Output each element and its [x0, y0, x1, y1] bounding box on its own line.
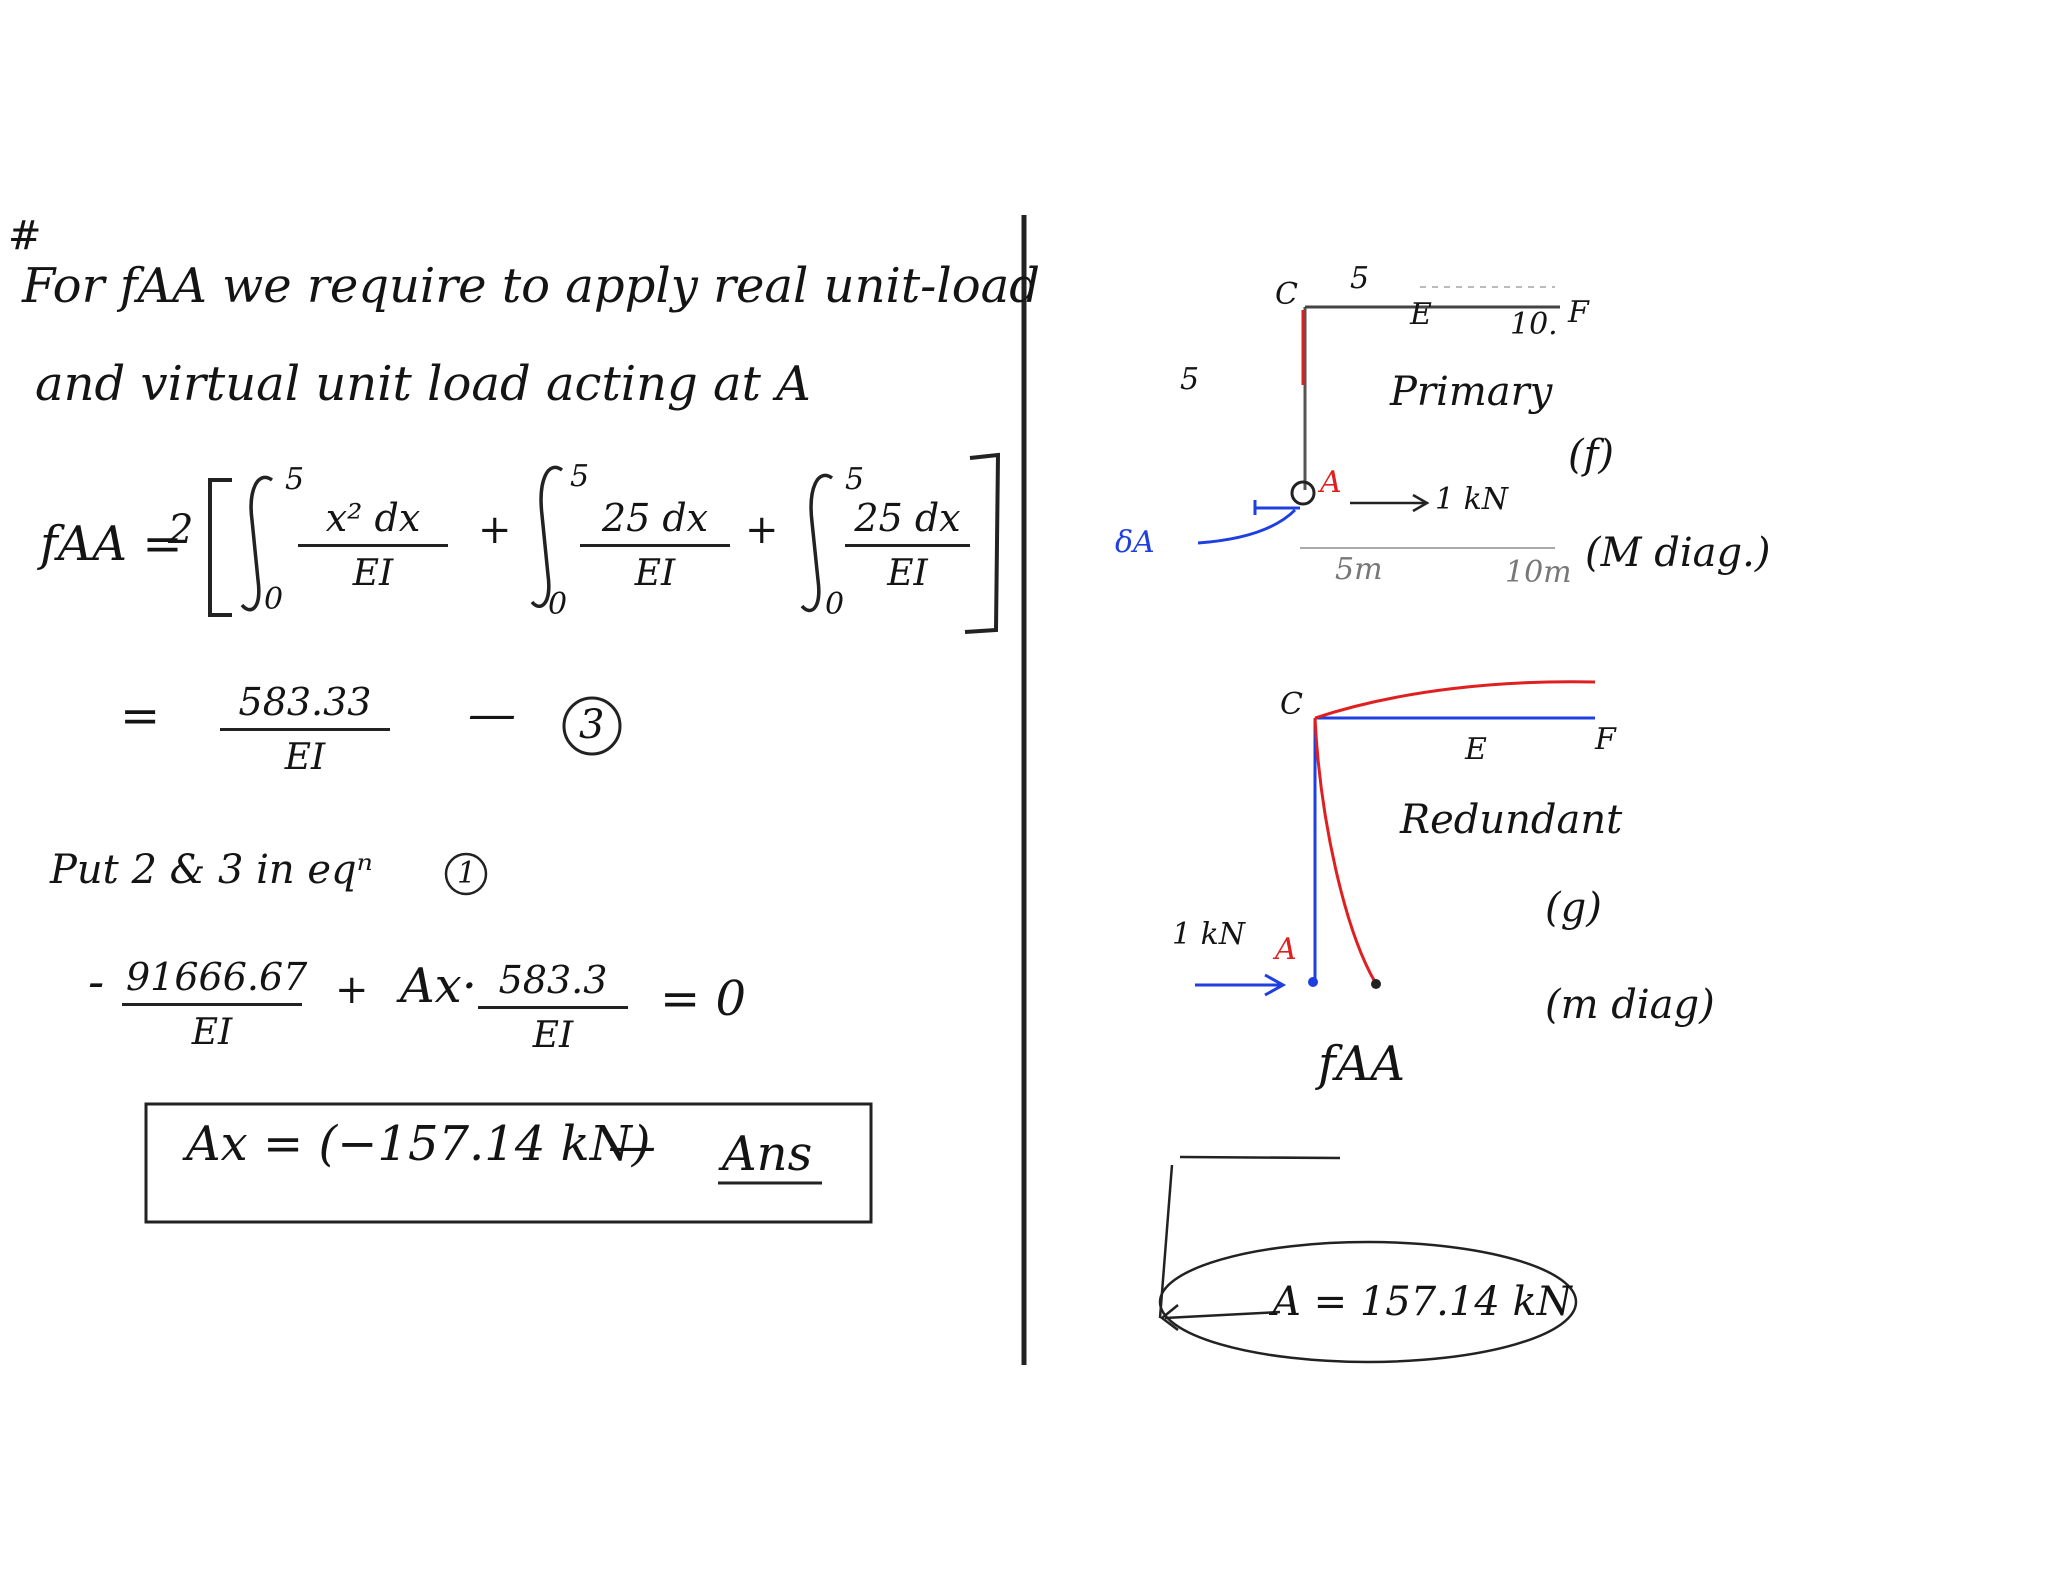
plus-sign: +	[478, 507, 512, 553]
plus-sign: +	[745, 507, 779, 553]
result-fraction: 583.33 EI	[220, 680, 390, 778]
upper-limit: 5	[845, 462, 865, 497]
term-1-denominator: EI	[352, 553, 394, 594]
dash: —	[468, 686, 516, 742]
equals-zero: = 0	[660, 971, 747, 1027]
term-3: 25 dx EI	[845, 496, 970, 594]
term-2-denominator: EI	[634, 553, 676, 594]
node-dot	[1308, 977, 1318, 987]
ef-dimension: 10.	[1510, 307, 1558, 342]
equation-ref: 1	[457, 856, 477, 891]
node-e: E	[1465, 732, 1487, 767]
value-2-denominator: EI	[532, 1015, 574, 1056]
redundant-title: Redundant	[1400, 797, 1623, 843]
result-ellipse	[1158, 1240, 1578, 1364]
equation-number-circle	[444, 852, 488, 896]
answer-value: Ax = (−157.14 kN)	[186, 1116, 651, 1172]
equals-sign: =	[120, 688, 161, 744]
redundant-diagram-label: (m diag)	[1545, 982, 1715, 1028]
term-1: x² dx EI	[298, 496, 448, 594]
term-2: 25 dx EI	[580, 496, 730, 594]
value-1-numerator: 91666.67	[122, 955, 307, 1006]
integral-sign	[240, 475, 274, 612]
answer-box	[144, 1102, 873, 1224]
substitution-line: Put 2 & 3 in eqⁿ	[50, 847, 373, 893]
delta-arrow	[1197, 508, 1297, 545]
term-3-denominator: EI	[887, 553, 928, 594]
coefficient: 2	[168, 507, 194, 553]
unit-load: 1 kN	[1172, 917, 1246, 952]
answer-dash: —	[608, 1118, 656, 1174]
arrow-head	[1159, 1304, 1179, 1331]
left-dimension: 5	[1180, 362, 1200, 397]
ax-label: Ax·	[400, 958, 477, 1014]
lower-limit: 0	[825, 587, 845, 622]
pin-support	[1290, 480, 1316, 506]
intro-line-2: and virtual unit load acting at A	[35, 356, 811, 412]
node-c: C	[1280, 687, 1303, 722]
result-numerator: 583.33	[220, 680, 390, 731]
final-reaction: A = 157.14 kN	[1272, 1279, 1572, 1325]
node-dot	[1371, 979, 1381, 989]
node-f: F	[1595, 722, 1616, 757]
redundant-tag: (g)	[1545, 885, 1602, 931]
value-2-fraction: 583.3 EI	[478, 958, 628, 1056]
node-a: A	[1275, 932, 1297, 967]
lower-limit: 0	[264, 582, 284, 617]
sketch-beam	[1179, 1155, 1341, 1160]
upper-limit: 5	[285, 462, 305, 497]
primary-title: Primary	[1390, 369, 1553, 415]
node-f: F	[1568, 295, 1589, 330]
plus-sign: +	[335, 967, 369, 1013]
deflected-shape	[1313, 717, 1377, 983]
primary-tag: (f)	[1568, 432, 1615, 478]
right-bracket	[964, 452, 1001, 634]
delta-a-label: δA	[1115, 525, 1155, 560]
equation-number-circle	[562, 696, 622, 756]
equation-number: 3	[579, 702, 605, 748]
minus-sign: -	[88, 954, 105, 1010]
faa-label: fAA	[1318, 1036, 1406, 1092]
top-dimension: 5	[1350, 261, 1370, 296]
value-2-numerator: 583.3	[478, 958, 628, 1009]
left-bracket	[208, 478, 232, 617]
primary-diagram-label: (M diag.)	[1585, 530, 1771, 576]
value-1-fraction: 91666.67 EI	[122, 955, 307, 1053]
faa-label: fAA =	[40, 516, 183, 572]
arrow-head	[1412, 493, 1430, 513]
dim-5m: 5m	[1335, 552, 1383, 587]
term-1-numerator: x² dx	[298, 496, 448, 547]
result-denominator: EI	[284, 737, 326, 778]
reaction-arrow	[1164, 1310, 1281, 1320]
integral-sign	[800, 473, 834, 613]
upper-limit: 5	[570, 459, 590, 494]
node-e: E	[1410, 297, 1432, 332]
hash-mark: #	[8, 213, 42, 259]
lower-limit: 0	[548, 587, 568, 622]
node-a: A	[1320, 465, 1342, 500]
support-symbol	[1253, 500, 1300, 515]
arrow-head	[1264, 973, 1287, 997]
value-1-denominator: EI	[191, 1012, 233, 1053]
unit-load: 1 kN	[1435, 482, 1509, 517]
integral-sign	[530, 465, 564, 608]
deflected-shape	[1314, 680, 1596, 720]
node-c: C	[1275, 277, 1298, 312]
answer-label: Ans	[722, 1126, 813, 1182]
term-3-numerator: 25 dx	[845, 496, 970, 547]
dim-10m: 10m	[1505, 555, 1572, 590]
intro-line-1: For fAA we require to apply real unit-lo…	[22, 258, 1040, 314]
term-2-numerator: 25 dx	[580, 496, 730, 547]
